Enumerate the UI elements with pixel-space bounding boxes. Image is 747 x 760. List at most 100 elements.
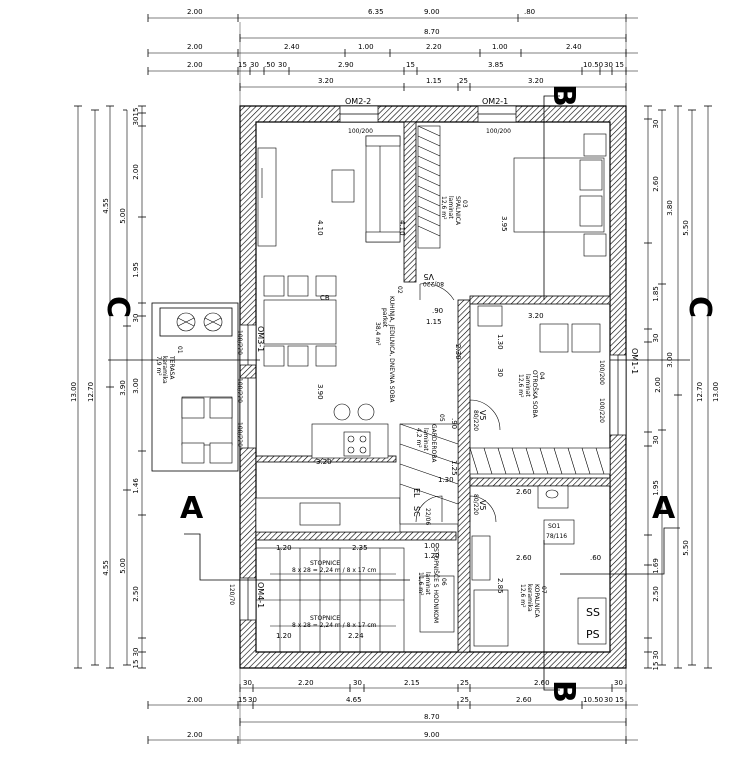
- coffee-table: [331, 169, 355, 203]
- dim-label: 1.69: [652, 558, 660, 574]
- dim-label: 1.46: [132, 478, 140, 494]
- dim-label: 15: [406, 61, 415, 69]
- dim-label: 2.00: [187, 8, 203, 16]
- planter: [159, 307, 233, 337]
- room-name: KOPALNICA: [533, 584, 540, 618]
- desk-chair: [477, 305, 503, 327]
- doors: [415, 283, 501, 523]
- window-size: 100/220: [236, 422, 243, 447]
- window-label: OM4-1: [256, 582, 265, 608]
- room-area: 12,6 m²: [517, 374, 524, 398]
- sc-size: 22/06: [424, 508, 431, 525]
- dim-label: 30: [614, 679, 623, 687]
- window-size: 120/70: [228, 584, 235, 605]
- window-size: 100/220: [236, 378, 243, 403]
- room-number: 06: [440, 578, 447, 586]
- dim-label: 15: [652, 662, 660, 671]
- dim-label: 1.15: [426, 318, 442, 326]
- room-floor: keramika: [161, 356, 168, 384]
- dim-label: 10: [583, 696, 592, 704]
- dim-label: 3.00: [132, 378, 140, 394]
- section-mark-c-left: C: [100, 296, 135, 318]
- left-dimension-labels: 13.00 12.70 4.55 4.55 5.00 3.90 5.00 15 …: [70, 108, 140, 669]
- door-label: V5: [423, 272, 434, 281]
- dryer-label: PS: [586, 628, 600, 641]
- bar-stool: [333, 403, 351, 421]
- sink: [299, 502, 341, 526]
- window-label: OM1-1: [630, 348, 639, 374]
- dim-label: 1.30: [438, 476, 454, 484]
- window-labels: OM2-2 OM2-1 100/200 100/200 OM1-1 100/20…: [228, 97, 639, 608]
- dim-label: 1.00: [492, 43, 508, 51]
- room-floor: keramika: [526, 584, 533, 612]
- dim-label: 2.60: [516, 488, 532, 496]
- room-name: OTROŠKA SOBA: [531, 370, 538, 419]
- dim-label: 25: [460, 696, 469, 704]
- room-terasa: 01 TERASA keramika 7,9 m²: [155, 346, 183, 384]
- window-label: OM3-1: [256, 326, 265, 352]
- dim-label: 15: [615, 61, 624, 69]
- dim-label: .50: [592, 61, 603, 69]
- top-dimensions: [147, 14, 638, 106]
- dim-label: 30: [353, 679, 362, 687]
- terrace: [151, 302, 239, 472]
- room-area: 11,6 m²: [417, 572, 424, 596]
- dim-label: 5.50: [682, 540, 690, 556]
- dim-label: 13.00: [70, 382, 78, 402]
- dim-label: 3.20: [318, 77, 334, 85]
- dim-label: .50: [592, 696, 603, 704]
- dim-label: 30: [243, 679, 252, 687]
- dim-label: 2.40: [284, 43, 300, 51]
- dim-label: 9.00: [424, 8, 440, 16]
- dim-label: 8.70: [424, 28, 440, 36]
- dim-label: 30: [652, 436, 660, 445]
- dim-label: 12.70: [87, 382, 95, 402]
- dim-label: 2.00: [187, 696, 203, 704]
- dim-label: 15: [132, 108, 140, 117]
- dim-label: 2.85: [496, 578, 504, 594]
- section-marks: B B C C A A: [100, 84, 717, 703]
- dim-label: 2.35: [352, 544, 368, 552]
- section-mark-a-left: A: [180, 491, 204, 526]
- window-size: 100/200: [486, 128, 511, 135]
- section-mark-b-bottom: B: [546, 680, 581, 703]
- section-mark-a-right: A: [652, 491, 676, 526]
- room-otroska: 04 OTROŠKA SOBA laminat 12,6 m²: [517, 370, 545, 419]
- window-label: OM2-1: [482, 97, 508, 106]
- stair-label: STOPNICE: [310, 560, 340, 567]
- room-name: GARDEROBA: [430, 424, 437, 463]
- dim-label: 30: [604, 61, 613, 69]
- dim-label: 4.10: [398, 220, 406, 236]
- room-area: 12,6 m²: [440, 196, 447, 220]
- bottom-dimension-labels: 30 2.20 30 2.15 25 2.60 30 2.00 15 30 4.…: [187, 679, 624, 739]
- dim-label: .60: [590, 554, 601, 562]
- bottom-dimensions: [147, 668, 638, 744]
- room-kopalnica: 07 KOPALNICA keramika 12,6 m²: [519, 584, 547, 618]
- dim-label: 4.55: [102, 198, 110, 214]
- room-name: TERASA: [168, 355, 175, 380]
- dim-label: 2.30: [454, 344, 462, 360]
- dim-label: .90: [450, 418, 458, 429]
- room-area: 4,2 m²: [415, 428, 422, 448]
- interior-dimensions: 4.10 4.10 3.95 3.90 3.20 3.20 .90 1.15 2…: [276, 216, 601, 640]
- left-dimensions: [74, 105, 146, 669]
- room-number: 03: [461, 200, 468, 208]
- dim-label: 2.20: [426, 43, 442, 51]
- dim-label: 30: [604, 696, 613, 704]
- room-spalnica: 03 SPALNICA laminat 12,6 m²: [440, 196, 468, 226]
- door-v5-kopalnica: [469, 495, 497, 523]
- dim-label: 2.00: [187, 731, 203, 739]
- room-number: 07: [540, 586, 547, 594]
- nightstand: [583, 233, 607, 257]
- dim-label: 2.24: [348, 632, 364, 640]
- room-floor: laminat: [447, 196, 454, 219]
- stair-spec: 8 x 28 = 2,24 m / 8 x 17 cm: [292, 622, 377, 629]
- door-size: 80/220: [423, 280, 444, 287]
- dim-label: 30: [132, 314, 140, 323]
- section-mark-b-top: B: [546, 84, 581, 107]
- room-area: 7,9 m²: [155, 356, 162, 376]
- dim-label: 2.60: [534, 679, 550, 687]
- dim-label: 12.70: [696, 382, 704, 402]
- bathtub: [473, 589, 509, 647]
